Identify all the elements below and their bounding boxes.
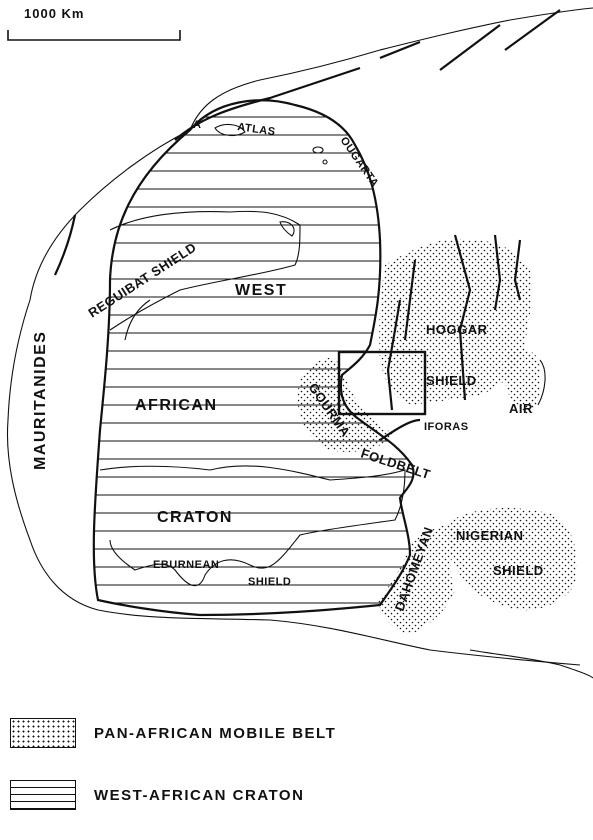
label-eburnean: EBURNEAN bbox=[153, 559, 219, 571]
label-craton: CRATON bbox=[157, 509, 233, 526]
coastlines bbox=[6, 7, 593, 679]
label-iforas: IFORAS bbox=[424, 421, 469, 433]
label-hoggar-shield: SHIELD bbox=[426, 373, 477, 388]
legend-swatch-stippled bbox=[10, 718, 76, 748]
legend-label: PAN-AFRICAN MOBILE BELT bbox=[94, 724, 337, 742]
air-stipple bbox=[505, 348, 541, 415]
label-west: WEST bbox=[235, 282, 287, 299]
study-area-box bbox=[337, 350, 427, 416]
hoggar-stipple bbox=[379, 239, 532, 405]
legend-item-craton: WEST-AFRICAN CRATON bbox=[10, 778, 304, 812]
ougarta-features bbox=[214, 123, 328, 165]
shield-outlines bbox=[99, 210, 406, 587]
faults bbox=[54, 9, 561, 441]
label-nigerian: NIGERIAN bbox=[456, 528, 524, 543]
dahomeyan-stipple bbox=[378, 523, 465, 635]
scale-bar-line bbox=[7, 30, 181, 41]
label-mauritanides: MAURITANIDES bbox=[32, 331, 49, 470]
label-atlas: ATLAS bbox=[237, 121, 277, 138]
label-eburnean-shield: SHIELD bbox=[248, 576, 291, 588]
label-nigerian-shield: SHIELD bbox=[493, 563, 544, 578]
legend-label: WEST-AFRICAN CRATON bbox=[94, 786, 305, 804]
label-air: AIR bbox=[509, 401, 533, 416]
geologic-map: A ATLAS OUGARTA MAURITANIDES REGUIBAT SH… bbox=[6, 7, 593, 679]
label-hoggar: HOGGAR bbox=[426, 322, 488, 337]
scale-bar-label: 1000 Km bbox=[24, 6, 85, 21]
label-african: AFRICAN bbox=[135, 397, 218, 414]
legend-item-pan-african: PAN-AFRICAN MOBILE BELT bbox=[10, 716, 336, 750]
legend-swatch-hatched bbox=[10, 780, 76, 810]
nigerian-stipple bbox=[449, 508, 577, 611]
label-a: A bbox=[193, 119, 201, 131]
